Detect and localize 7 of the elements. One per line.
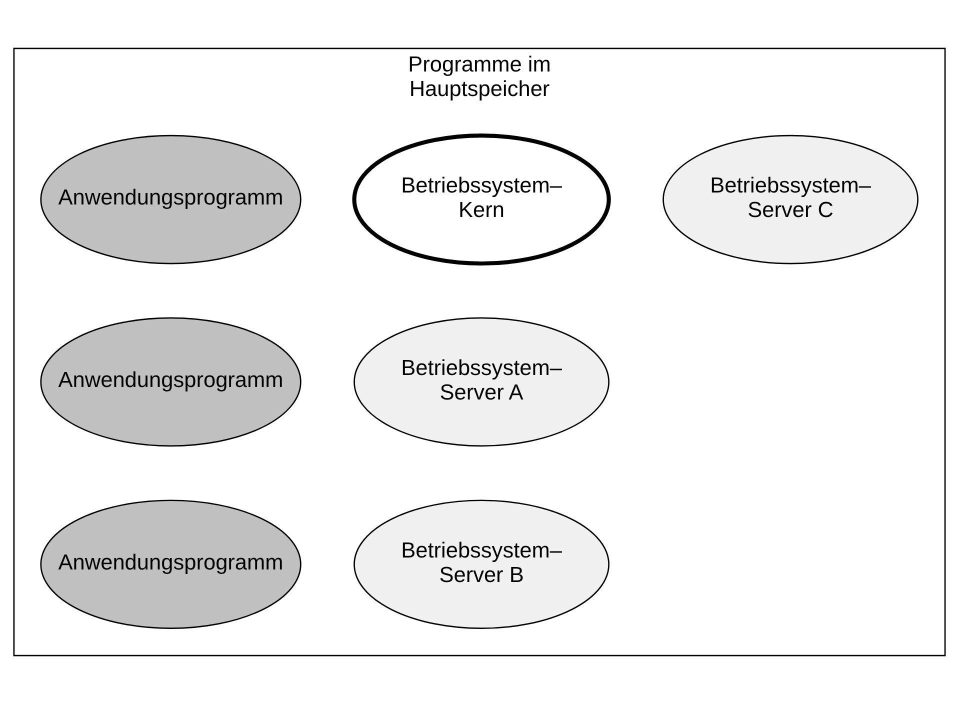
node-ellipse: Betriebssystem– Server B (354, 500, 610, 629)
node-ellipse: Betriebssystem– Server C (662, 134, 918, 264)
node-ellipse: Betriebssystem– Server A (354, 317, 610, 447)
node-ellipse: Betriebssystem– Kern (352, 134, 611, 266)
node-ellipse: Anwendungsprogramm (40, 500, 302, 629)
node-ellipse: Anwendungsprogramm (40, 317, 302, 447)
node-ellipse: Anwendungsprogramm (40, 134, 302, 264)
